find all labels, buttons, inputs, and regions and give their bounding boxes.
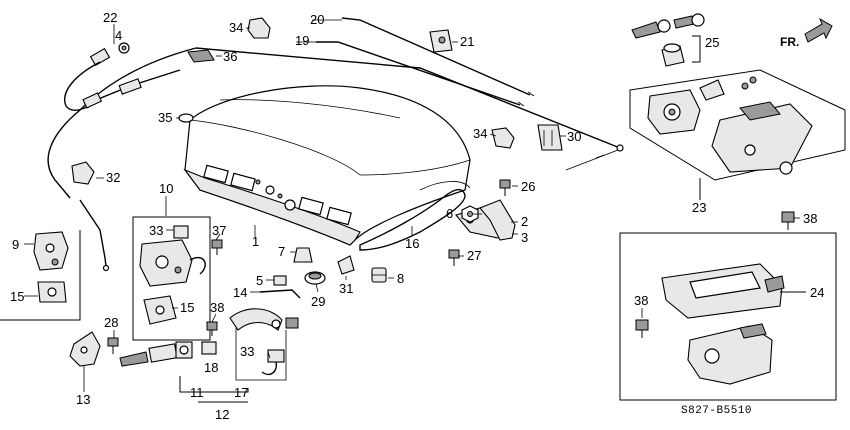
callout-10: 10 xyxy=(159,181,173,196)
weatherstrip xyxy=(359,188,466,251)
callout-34b: 34 xyxy=(473,126,487,141)
hinge-13 xyxy=(69,331,101,367)
latch-9 xyxy=(33,231,69,271)
callout-35: 35 xyxy=(158,110,172,125)
rod-14 xyxy=(259,289,301,299)
callout-27: 27 xyxy=(467,248,481,263)
callout-9: 9 xyxy=(12,237,19,252)
callout-33a: 33 xyxy=(149,223,163,238)
guide-32 xyxy=(71,161,95,185)
callout-38c: 38 xyxy=(634,293,648,308)
callout-14: 14 xyxy=(233,285,247,300)
callout-11: 11 xyxy=(190,385,204,400)
callout-38b: 38 xyxy=(803,211,817,226)
handle-assembly xyxy=(229,308,299,381)
latch-cover-15b xyxy=(143,295,177,325)
trunk-lid xyxy=(183,85,471,246)
clip-31 xyxy=(337,255,355,275)
callout-8: 8 xyxy=(397,271,404,286)
callout-28: 28 xyxy=(104,315,118,330)
grommet-29 xyxy=(304,271,326,285)
diagram-code: S827-B5510 xyxy=(681,405,752,417)
callout-24: 24 xyxy=(810,285,824,300)
handle-latch xyxy=(687,323,773,385)
callout-26: 26 xyxy=(521,179,535,194)
bolt-28 xyxy=(107,337,119,354)
callout-37: 37 xyxy=(212,223,226,238)
trunk-latch-box xyxy=(629,69,846,181)
bolt-38-left xyxy=(206,321,218,336)
latch-assembly xyxy=(139,239,206,287)
callout-6: 6 xyxy=(446,206,453,221)
callout-16: 16 xyxy=(405,236,419,251)
bolt-37 xyxy=(211,239,223,255)
holder-30 xyxy=(537,124,563,151)
callout-33b: 33 xyxy=(240,344,254,359)
callout-13: 13 xyxy=(76,392,90,407)
clip-5 xyxy=(273,275,287,286)
callout-15b: 15 xyxy=(180,300,194,315)
key-set xyxy=(631,13,705,67)
callout-34: 34 xyxy=(229,20,243,35)
callout-38a: 38 xyxy=(210,300,224,315)
callout-20: 20 xyxy=(310,12,324,27)
latch-box xyxy=(132,216,211,341)
callout-22: 22 xyxy=(103,10,117,25)
callout-17: 17 xyxy=(234,385,248,400)
pad-36 xyxy=(187,49,215,63)
callout-4: 4 xyxy=(115,28,122,43)
callout-15a: 15 xyxy=(10,289,24,304)
callout-36: 36 xyxy=(223,49,237,64)
callout-29: 29 xyxy=(311,294,325,309)
bolt-38-right xyxy=(781,211,795,230)
bolt-38-box xyxy=(635,319,649,338)
callout-18: 18 xyxy=(204,360,218,375)
callout-5: 5 xyxy=(256,273,263,288)
clip-34-top xyxy=(247,17,271,39)
callout-1: 1 xyxy=(252,234,259,249)
support-rods xyxy=(316,17,535,107)
callout-30: 30 xyxy=(567,129,581,144)
callout-12: 12 xyxy=(215,407,229,422)
callouts: 22 4 34 36 20 19 21 35 34 30 32 10 26 6 … xyxy=(10,10,824,422)
callout-2: 2 xyxy=(521,214,528,229)
garnish-24 xyxy=(661,263,785,319)
callout-25: 25 xyxy=(705,35,719,50)
front-direction-arrow xyxy=(804,17,833,43)
cylinder-22 xyxy=(89,42,130,67)
callout-19: 19 xyxy=(295,33,309,48)
nut-6 xyxy=(461,205,479,223)
callout-31: 31 xyxy=(339,281,353,296)
lock-cylinder xyxy=(119,341,217,367)
callout-3: 3 xyxy=(521,230,528,245)
bolt-26 xyxy=(499,179,511,196)
callout-32: 32 xyxy=(106,170,120,185)
callout-21: 21 xyxy=(460,34,474,49)
callout-7: 7 xyxy=(278,244,285,259)
switch-33a xyxy=(173,225,189,239)
o-ring-35 xyxy=(178,113,194,123)
leader-lines xyxy=(24,19,800,392)
bolt-27 xyxy=(448,249,460,266)
callout-23: 23 xyxy=(692,200,706,215)
clip-34-mid xyxy=(491,127,515,149)
bumper-7 xyxy=(293,247,313,263)
latch-cover-15a xyxy=(37,281,67,303)
bumper-8 xyxy=(371,267,387,283)
handle-box xyxy=(619,232,837,401)
direction-label: FR. xyxy=(780,35,799,49)
clamp-21 xyxy=(429,29,453,53)
